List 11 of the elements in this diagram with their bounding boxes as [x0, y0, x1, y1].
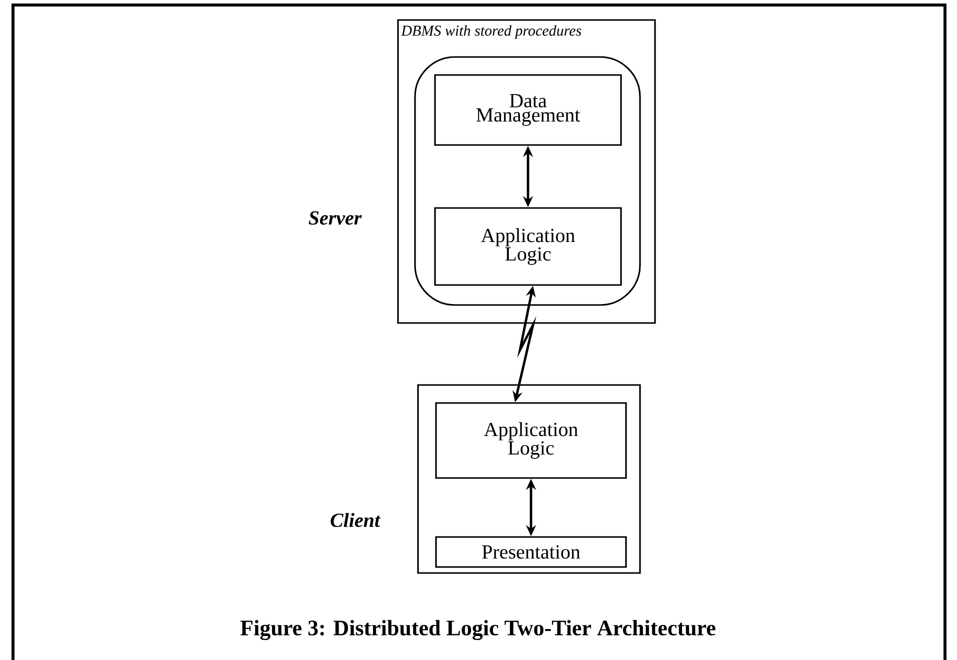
process-box: Presentation [435, 536, 627, 568]
process-box: Application Logic [435, 402, 627, 479]
rounded-box [414, 56, 641, 306]
process-box: Application Logic [434, 207, 622, 286]
caption: Figure 3: Distributed Logic Two-Tier Architecture [240, 620, 716, 640]
rounded-box [417, 384, 641, 574]
container-box [397, 19, 656, 324]
process-box: Data Management [434, 74, 622, 146]
heading: DBMS with stored procedures [401, 25, 582, 39]
tier-label: Server [308, 211, 362, 225]
tier-label: Client [330, 512, 381, 528]
